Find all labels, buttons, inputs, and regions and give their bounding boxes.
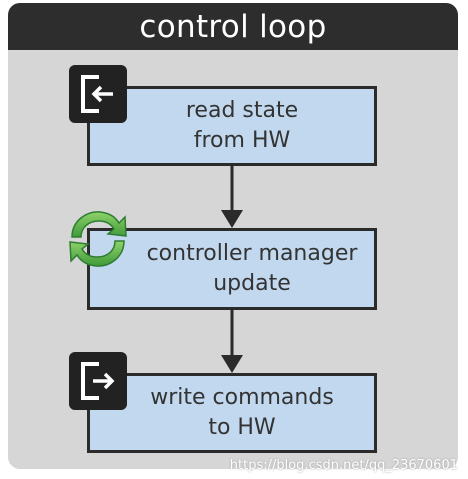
arrowhead-read-to-update <box>221 210 243 228</box>
step-update-line1: controller manager <box>146 241 358 266</box>
step-controller-update: controller manager update <box>87 228 377 310</box>
watermark-text: https://blog.csdn.net/qq_23670601 <box>229 458 458 473</box>
arrowhead-update-to-write <box>221 355 243 373</box>
step-read-state: read state from HW <box>87 86 377 166</box>
flow-arrows <box>221 166 243 373</box>
step-read-line2: from HW <box>193 128 291 153</box>
enter-icon <box>69 352 127 410</box>
step-update-line2: update <box>213 271 291 296</box>
step-write-line1: write commands <box>150 385 334 410</box>
exit-icon <box>69 65 127 123</box>
panel-title: control loop <box>8 3 458 50</box>
control-loop-panel: control loop read state from HW controll… <box>8 3 458 469</box>
step-read-line1: read state <box>185 98 299 123</box>
step-write-commands: write commands to HW <box>87 373 377 453</box>
step-write-line2: to HW <box>208 415 276 440</box>
refresh-cycle-icon <box>69 211 127 267</box>
